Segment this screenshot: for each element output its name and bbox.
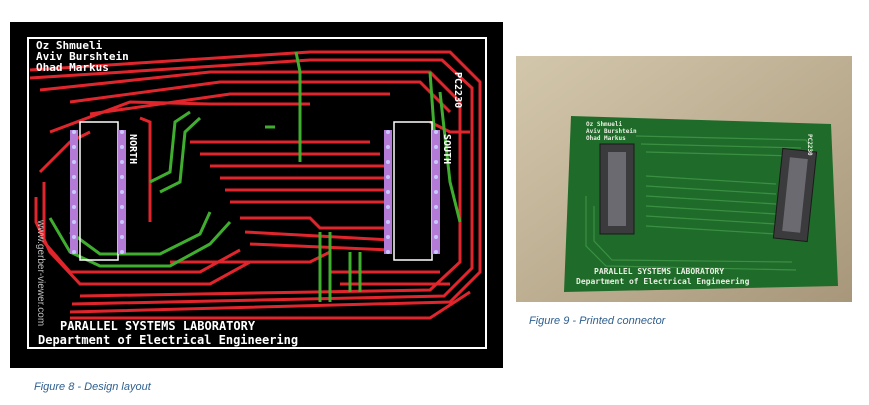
part-number: PC2230 (452, 72, 463, 108)
name-2: Aviv Burshtein (36, 50, 129, 63)
photo-name-3: Ohad Markus (586, 135, 626, 142)
design-layout-image: NORTH SOUTH Oz Shmueli Aviv Burshtein Oh… (10, 22, 503, 368)
photo-name-2: Aviv Burshtein (586, 128, 637, 135)
lab-name: PARALLEL SYSTEMS LABORATORY (60, 319, 256, 333)
name-3: Ohad Markus (36, 61, 109, 74)
photo-department-name: Department of Electrical Engineering (576, 276, 750, 286)
pcb-layout-drawing: NORTH SOUTH Oz Shmueli Aviv Burshtein Oh… (27, 37, 487, 349)
north-label: NORTH (127, 134, 138, 164)
right-connector (772, 147, 818, 243)
gerber-viewer-watermark: www.gerber-viewer.com (35, 219, 46, 326)
photo-name-1: Oz Shmueli (586, 121, 623, 128)
printed-connector-photo: Oz Shmueli Aviv Burshtein Ohad Markus PC… (516, 56, 852, 302)
south-label: SOUTH (441, 134, 452, 164)
department-name: Department of Electrical Engineering (38, 333, 298, 347)
figure-8-caption: Figure 8 - Design layout (34, 381, 151, 393)
photo-lab-name: PARALLEL SYSTEMS LABORATORY (594, 267, 724, 276)
board-outline (27, 37, 487, 349)
printed-board-drawing: Oz Shmueli Aviv Burshtein Ohad Markus PC… (516, 56, 852, 302)
red-traces (29, 50, 482, 320)
name-1: Oz Shmueli (36, 39, 103, 52)
figure-9-caption: Figure 9 - Printed connector (529, 315, 666, 327)
south-connector (384, 121, 440, 261)
north-connector (70, 121, 126, 261)
photo-part-number: PC2230 (806, 134, 813, 156)
left-connector (599, 143, 635, 235)
designer-names: Oz Shmueli Aviv Burshtein Ohad Markus (36, 39, 129, 74)
